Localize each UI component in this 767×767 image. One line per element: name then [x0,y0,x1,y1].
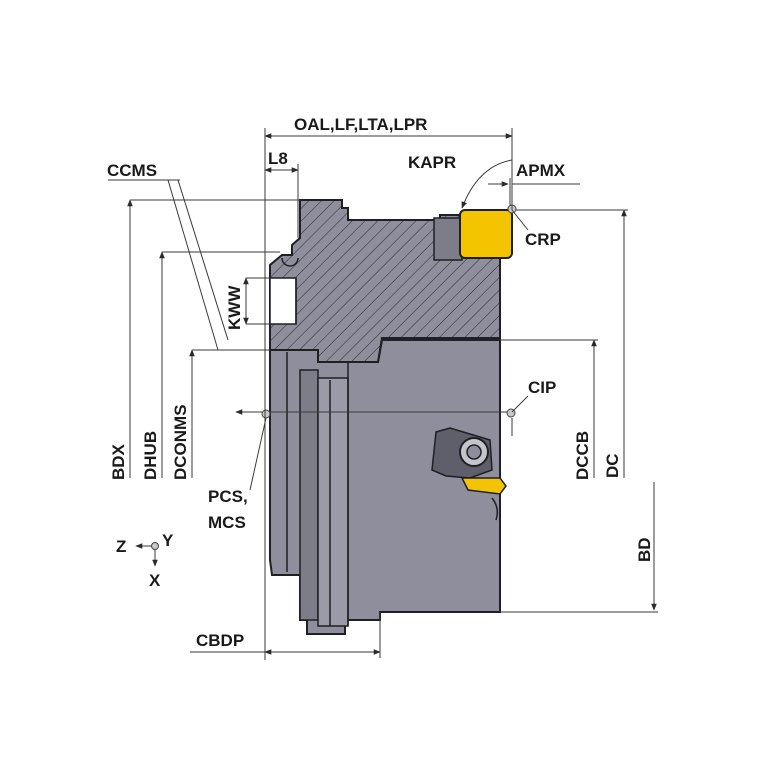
label-pcs: PCS, [208,487,248,506]
label-cbdp: CBDP [196,631,244,650]
label-dconms: DCONMS [171,404,190,480]
label-kww: KWW [225,285,244,330]
pcs-point [261,409,271,419]
label-bdx: BDX [109,443,128,480]
axis-x-label: X [149,571,161,590]
insert-pocket [433,217,463,261]
label-dccb: DCCB [573,431,592,480]
label-apmx: APMX [516,161,566,180]
insert [459,209,513,259]
axis-y-label: Y [162,531,174,550]
label-mcs: MCS [208,513,246,532]
label-oal: OAL,LF,LTA,LPR [294,115,427,134]
front-insert [460,477,507,495]
axis-z-label: Z [116,537,126,556]
label-dc: DC [603,453,622,478]
label-l8: L8 [268,149,288,168]
label-cip: CIP [528,378,556,397]
label-bd: BD [635,537,654,562]
label-dhub: DHUB [141,431,160,480]
key-slot [269,277,297,325]
hub-flange [299,369,319,621]
label-ccms: CCMS [107,161,157,180]
label-crp: CRP [525,230,561,249]
hub-groove [317,377,349,627]
label-kapr: KAPR [408,153,456,172]
axis-symbol: Z Y X [116,531,174,590]
